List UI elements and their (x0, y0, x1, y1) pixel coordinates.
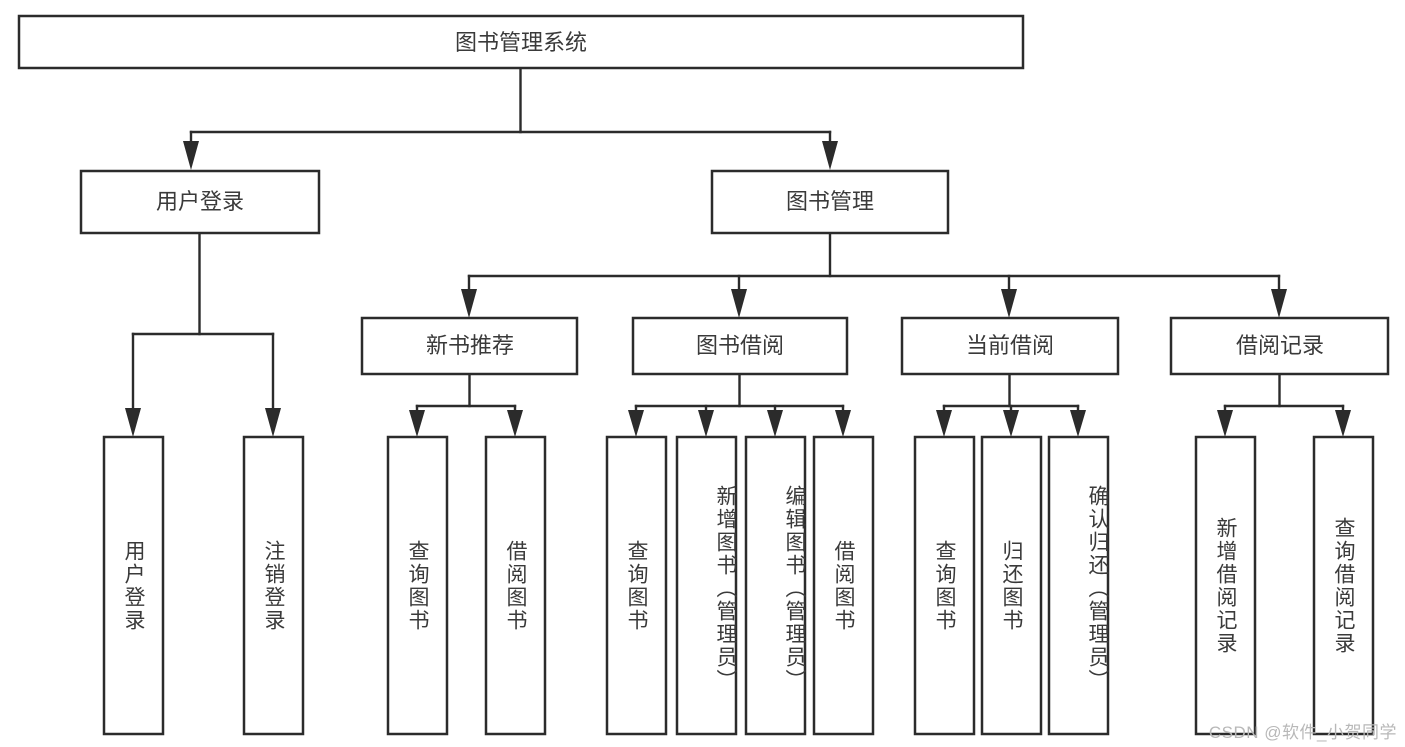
connector-bookmanage-to-level3 (461, 231, 1287, 318)
leaf-box-add-book[interactable] (675, 435, 738, 736)
node-new-book-recommend-label: 新书推荐 (426, 333, 514, 358)
connector-userlogin-to-leaves (125, 231, 281, 437)
leaf-box-confirm-return[interactable] (1047, 435, 1110, 736)
connector-root-to-level2 (183, 66, 838, 170)
node-book-manage-label: 图书管理 (786, 189, 874, 214)
node-root[interactable]: 图书管理系统 (17, 14, 1025, 70)
leaf-box-query-book-1[interactable] (386, 435, 449, 736)
csdn-watermark: CSDN @软件_小贺同学 (1208, 723, 1397, 742)
leaf-box-logout-login[interactable] (242, 435, 305, 736)
leaf-box-query-record[interactable] (1312, 435, 1375, 736)
leaf-box-query-book-3[interactable] (913, 435, 976, 736)
node-new-book-recommend[interactable]: 新书推荐 (360, 316, 579, 376)
node-root-label: 图书管理系统 (455, 30, 587, 55)
node-user-login-label: 用户登录 (156, 189, 244, 214)
node-current-borrow-label: 当前借阅 (966, 333, 1054, 358)
leaf-boxes (102, 435, 1375, 736)
node-book-borrow-label: 图书借阅 (696, 333, 784, 358)
connector-borrowrecord-to-leaves (1217, 372, 1351, 437)
connector-bookborrow-to-leaves (628, 372, 851, 437)
node-book-borrow[interactable]: 图书借阅 (631, 316, 849, 376)
node-book-manage[interactable]: 图书管理 (710, 169, 950, 235)
leaf-box-borrow-book-1[interactable] (484, 435, 547, 736)
node-current-borrow[interactable]: 当前借阅 (900, 316, 1120, 376)
node-borrow-record-label: 借阅记录 (1236, 333, 1324, 358)
connector-newbook-to-leaves (409, 372, 523, 437)
leaf-box-edit-book[interactable] (744, 435, 807, 736)
leaf-box-query-book-2[interactable] (605, 435, 668, 736)
leaf-box-add-record[interactable] (1194, 435, 1257, 736)
node-borrow-record[interactable]: 借阅记录 (1169, 316, 1390, 376)
node-user-login[interactable]: 用户登录 (79, 169, 321, 235)
leaf-box-return-book[interactable] (980, 435, 1043, 736)
leaf-box-user-login[interactable] (102, 435, 165, 736)
leaf-box-borrow-book-2[interactable] (812, 435, 875, 736)
connector-currentborrow-to-leaves (936, 372, 1086, 437)
